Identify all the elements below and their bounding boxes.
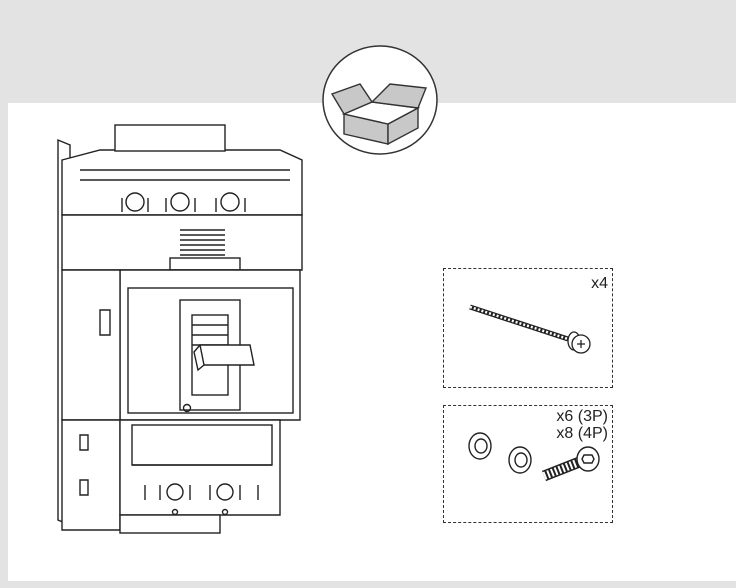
hardware-quantity-3p: x6 (3P): [556, 408, 608, 425]
washer-bolt-kit: x6 (3P) x8 (4P): [443, 405, 613, 523]
long-screw-icon: [469, 304, 591, 354]
screw-quantity: x4: [591, 275, 608, 292]
hardware-quantity-4p: x8 (4P): [556, 425, 608, 442]
circuit-breaker-icon: [57, 124, 303, 534]
washer-and-bolt-icon: [468, 432, 600, 482]
screw-kit: x4: [443, 268, 613, 388]
open-box-icon: [322, 45, 438, 155]
